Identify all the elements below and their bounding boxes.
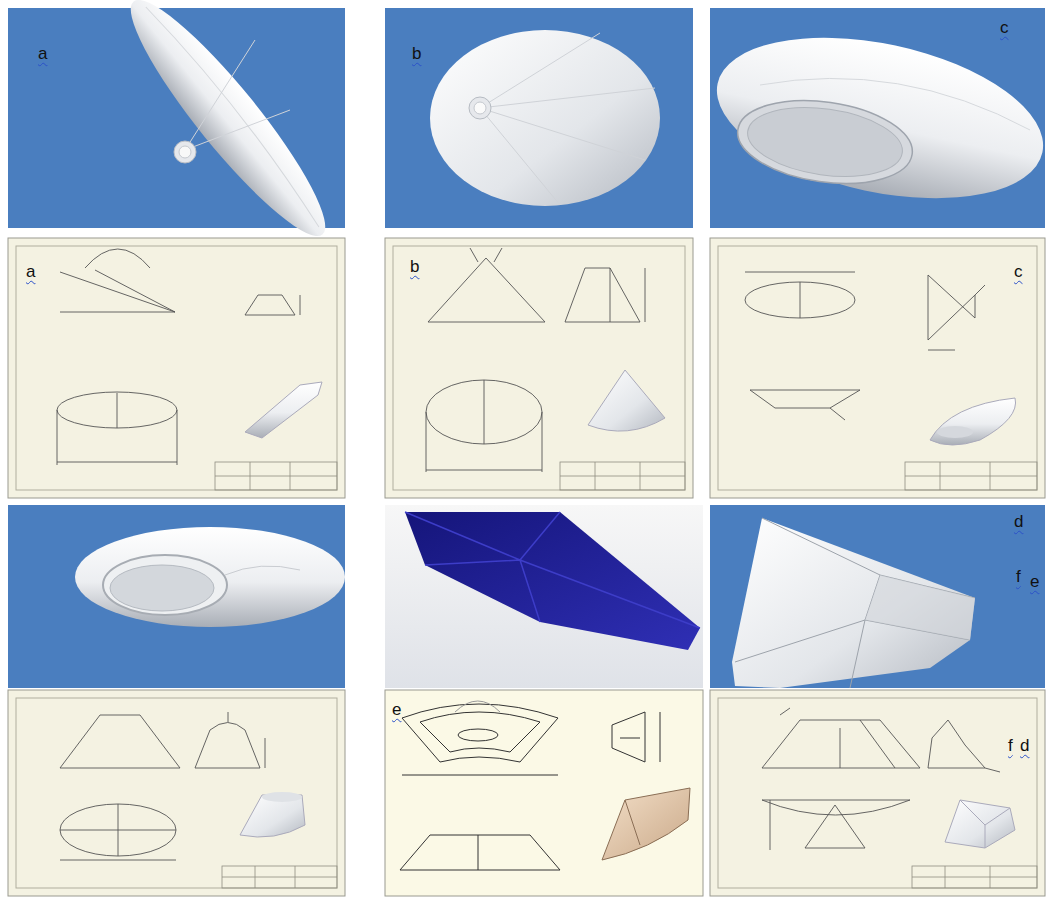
label-holder: a	[38, 44, 47, 64]
label-holder: b	[412, 44, 421, 64]
sheet-borders	[16, 246, 1037, 888]
label-holder: c	[1000, 18, 1009, 38]
label-holder: e	[1030, 572, 1039, 592]
iso-e	[602, 788, 690, 860]
drawing-d	[60, 712, 265, 860]
panel-letter: f	[1008, 736, 1013, 755]
shape-d-render	[75, 527, 345, 627]
panel-letter: a	[38, 44, 47, 63]
title-blocks	[215, 462, 1037, 888]
iso-c	[930, 398, 1016, 445]
iso-d	[240, 792, 305, 837]
shape-e-render	[405, 512, 700, 650]
iso-a	[245, 382, 322, 438]
label-holder: d	[1014, 512, 1023, 532]
panel-letter: c	[1014, 262, 1023, 281]
panel-letter: b	[410, 257, 419, 276]
panel-letter: d	[1014, 512, 1023, 531]
label-holder: d	[1020, 736, 1029, 756]
shape-a-render	[110, 0, 345, 253]
drawing-c	[745, 272, 985, 420]
label-holder: c	[1014, 262, 1023, 282]
label-holder: b	[410, 257, 419, 277]
shape-f-render	[732, 518, 975, 688]
label-holder: f	[1016, 567, 1021, 587]
panel-letter: c	[1000, 18, 1009, 37]
drawing-b	[426, 248, 645, 472]
iso-f	[945, 800, 1015, 848]
label-holder: f	[1008, 736, 1013, 756]
panel-letter: b	[412, 44, 421, 63]
drawing-sheets	[8, 238, 1045, 896]
iso-b	[588, 370, 665, 431]
label-holder: e	[392, 700, 401, 720]
shape-b-render	[430, 30, 660, 206]
panel-letter: d	[1020, 736, 1029, 755]
panel-letter: e	[392, 700, 401, 719]
panel-letter: f	[1016, 567, 1021, 586]
label-holder: a	[26, 262, 35, 282]
panel-letter: e	[1030, 572, 1039, 591]
shape-c-render	[702, 11, 1051, 225]
panel-letter: a	[26, 262, 35, 281]
